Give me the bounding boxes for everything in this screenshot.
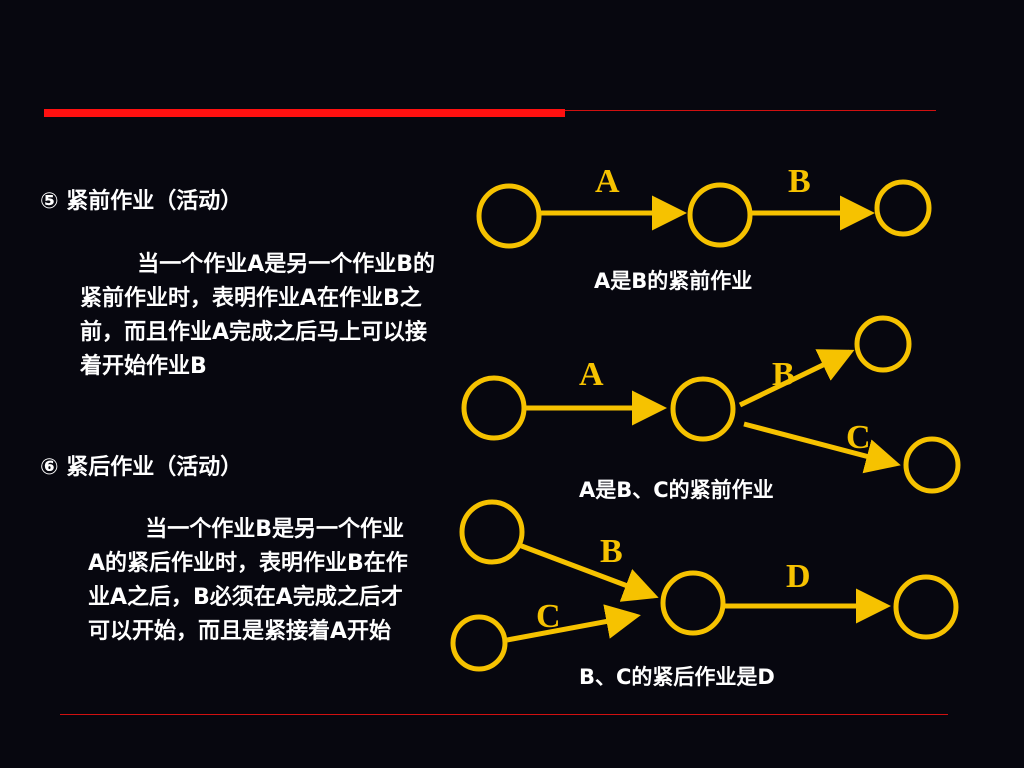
diagram-3: B C D B、C的紧后作业是D (450, 499, 959, 689)
heading-successor: ⑥ 紧后作业（活动） (40, 455, 243, 480)
event-node (893, 574, 959, 640)
edge-label: C (536, 598, 561, 635)
title-underline-thin (565, 110, 936, 111)
footer-line (60, 714, 948, 715)
title-underline-thick (44, 109, 565, 117)
event-node (660, 570, 726, 636)
arrow-edge (738, 349, 855, 408)
diagram-caption: B、C的紧后作业是D (579, 665, 775, 689)
event-node (854, 315, 912, 373)
arrow-edge (506, 604, 641, 643)
event-node (461, 375, 527, 441)
event-node (874, 179, 932, 237)
edge-label: D (786, 558, 811, 595)
event-node (459, 499, 525, 565)
edge-label: B (600, 533, 623, 570)
paragraph-predecessor: 当一个作业A是另一个作业B的紧前作业时，表明作业A在作业B之前，而且作业A完成之… (80, 252, 435, 379)
diagram-caption: A是B、C的紧前作业 (579, 478, 774, 502)
diagram-2: A B C A是B、C的紧前作业 (461, 315, 961, 502)
event-node (687, 182, 753, 248)
diagram-caption: A是B的紧前作业 (594, 269, 752, 293)
heading-predecessor: ⑤ 紧前作业（活动） (40, 189, 243, 214)
edge-label: C (846, 419, 871, 456)
event-node (450, 614, 508, 672)
arrow-edge (743, 421, 901, 474)
diagram-1: A B A是B的紧前作业 (476, 163, 932, 293)
edge-label: B (788, 163, 811, 200)
edge-label: A (595, 163, 620, 200)
edge-label: B (772, 356, 795, 393)
edge-label: A (579, 356, 604, 393)
arrow-edge (518, 542, 659, 602)
event-node (903, 436, 961, 494)
event-node (476, 183, 542, 249)
paragraph-successor: 当一个作业B是另一个作业A的紧后作业时，表明作业B在作业A之后，B必须在A完成之… (88, 517, 408, 644)
event-node (670, 376, 736, 442)
